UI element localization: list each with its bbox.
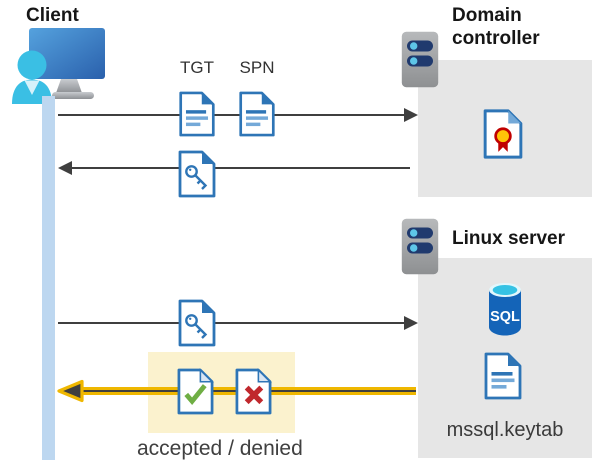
client-title: Client [26,5,79,26]
arrow-present-head-icon [404,316,418,330]
arrow-result-head-icon [57,379,84,403]
spn-label: SPN [239,58,275,77]
arrow-return-line [70,167,410,169]
spn-document-icon [237,91,277,137]
sql-database-icon: SQL [489,283,521,336]
denied-document-icon [234,367,273,416]
keytab-file-label: mssql.keytab [446,419,564,441]
client-lifeline [42,96,55,460]
key-document-icon-present [177,299,217,347]
tgt-document-icon [177,91,217,137]
arrow-request-head-icon [404,108,418,122]
sql-icon-label: SQL [490,309,520,325]
arrow-present-line [58,322,406,324]
accepted-document-icon [176,367,215,416]
domain-controller-title: Domain controller [452,5,540,49]
client-computer-user-icon [12,28,105,104]
linux-server-icon [401,218,439,275]
tgt-label: TGT [180,58,214,77]
domain-controller-server-icon [401,31,439,88]
result-label: accepted / denied [137,437,303,460]
arrow-request-line [58,114,406,116]
certificate-document-icon [482,108,524,160]
keytab-document-icon [483,350,523,402]
arrow-return-head-icon [58,161,72,175]
linux-server-title: Linux server [452,228,565,249]
key-document-icon-return [177,150,217,198]
